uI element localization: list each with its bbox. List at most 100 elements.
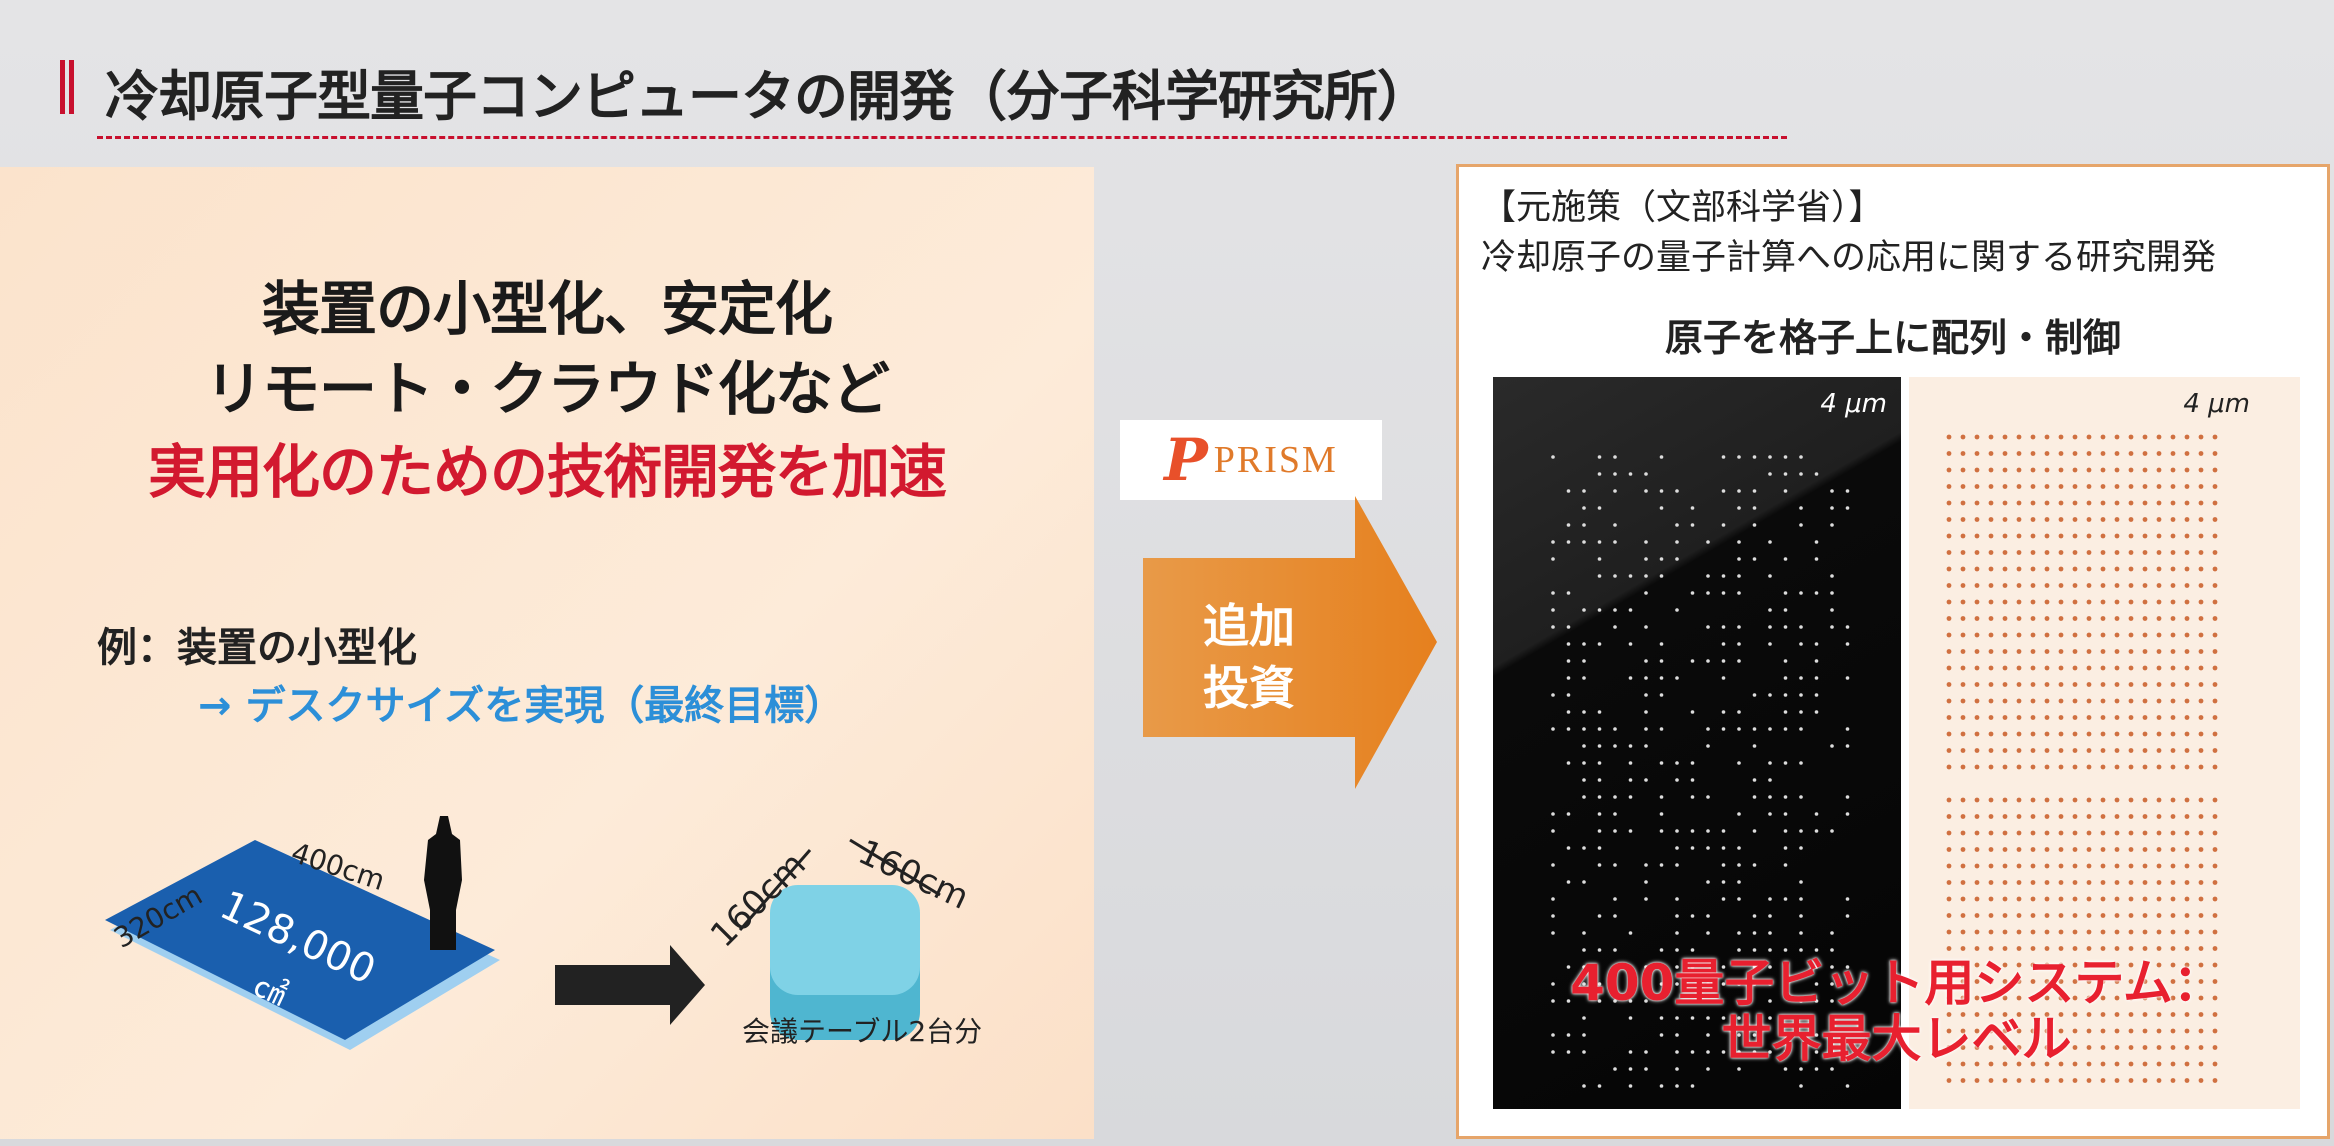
atom-dot (2003, 946, 2008, 951)
atom-dot (1598, 812, 1602, 816)
atom-dot (1947, 451, 1952, 456)
atom-dot (2073, 550, 2078, 555)
atom-dot (2087, 633, 2092, 638)
atom-dot (1722, 676, 1726, 680)
atom-dot (2171, 930, 2176, 935)
atom-dot (2157, 864, 2162, 869)
atom-dot (1629, 676, 1633, 680)
atom-dot (1815, 591, 1819, 595)
atom-dot (2031, 814, 2036, 819)
atom-dot (2073, 567, 2078, 572)
atom-dot (2045, 897, 2050, 902)
after-caption: 会議テーブル2台分 (742, 1010, 982, 1050)
atom-dot (2003, 682, 2008, 687)
atom-dot (1551, 625, 1555, 629)
atom-dot (1737, 591, 1741, 595)
atom-dot (1753, 914, 1757, 918)
atom-dot (2171, 732, 2176, 737)
atom-dot (2213, 748, 2218, 753)
atom-dot (1675, 897, 1679, 901)
atom-dot (1582, 761, 1586, 765)
atom-dot (2213, 567, 2218, 572)
atom-dot (2143, 913, 2148, 918)
atom-dot (1706, 795, 1710, 799)
atom-dot (1582, 846, 1586, 850)
atom-dot (2115, 616, 2120, 621)
atom-dot (2143, 567, 2148, 572)
atom-dot (2171, 765, 2176, 770)
atom-dot (1961, 616, 1966, 621)
atom-dot (1675, 778, 1679, 782)
atom-dot (1660, 693, 1664, 697)
atom-dot (1551, 693, 1555, 697)
atom-dot (2199, 468, 2204, 473)
atom-dot (1567, 693, 1571, 697)
atom-dot (1975, 765, 1980, 770)
atom-dot (1722, 727, 1726, 731)
atom-dot (1830, 829, 1834, 833)
atom-dot (1706, 574, 1710, 578)
atom-dot (1582, 931, 1586, 935)
atom-dot (2115, 484, 2120, 489)
atom-dot (1598, 710, 1602, 714)
atom-dot (2115, 930, 2120, 935)
atom-dot (2003, 930, 2008, 935)
atom-dot (1784, 676, 1788, 680)
atom-dot (2129, 831, 2134, 836)
atom-dot (1947, 732, 1952, 737)
atom-dot (2143, 946, 2148, 951)
atom-dot (1989, 946, 1994, 951)
atom-dot (2045, 501, 2050, 506)
atom-dot (2073, 831, 2078, 836)
atom-dot (2073, 897, 2078, 902)
atom-dot (2115, 765, 2120, 770)
atom-dot (1989, 880, 1994, 885)
atom-dot (2101, 501, 2106, 506)
atom-dot (2003, 649, 2008, 654)
atom-dot (1629, 744, 1633, 748)
atom-dot (2045, 484, 2050, 489)
atom-dot (2213, 946, 2218, 951)
atom-dot (1737, 727, 1741, 731)
atom-dot (2185, 583, 2190, 588)
source-program-title: 冷却原子の量子計算への応用に関する研究開発 (1481, 229, 2216, 280)
atom-dot (1706, 659, 1710, 663)
atom-dot (1644, 897, 1648, 901)
atom-dot (1784, 693, 1788, 697)
atom-dot (2087, 864, 2092, 869)
atom-dot (2199, 550, 2204, 555)
atom-dot (1660, 1084, 1664, 1088)
atom-dot (1598, 863, 1602, 867)
atom-dot (1975, 847, 1980, 852)
atom-dot (1784, 761, 1788, 765)
atom-dot (1582, 727, 1586, 731)
atom-dot (2059, 666, 2064, 671)
atom-dot (2129, 550, 2134, 555)
atom-dot (1784, 948, 1788, 952)
atom-dot (1947, 517, 1952, 522)
atom-dot (1975, 633, 1980, 638)
atom-dot (2017, 913, 2022, 918)
atom-dot (2031, 501, 2036, 506)
atom-dot (2213, 864, 2218, 869)
atom-dot (1799, 523, 1803, 527)
atom-dot (2143, 550, 2148, 555)
title-divider (97, 136, 1787, 139)
atom-dot (2101, 534, 2106, 539)
atom-dot (2101, 550, 2106, 555)
atom-dot (2143, 484, 2148, 489)
atom-dot (2199, 765, 2204, 770)
atom-dot (2129, 1078, 2134, 1083)
atom-dot (2213, 534, 2218, 539)
atom-dot (1660, 727, 1664, 731)
atom-dot (1737, 455, 1741, 459)
atom-dot (1768, 795, 1772, 799)
atom-dot (1582, 506, 1586, 510)
atom-dot (2199, 567, 2204, 572)
atom-dot (2213, 583, 2218, 588)
atom-dot (1784, 608, 1788, 612)
atom-dot (2185, 831, 2190, 836)
atom-dot (2003, 550, 2008, 555)
atom-dot (1567, 812, 1571, 816)
atom-dot (1737, 931, 1741, 935)
